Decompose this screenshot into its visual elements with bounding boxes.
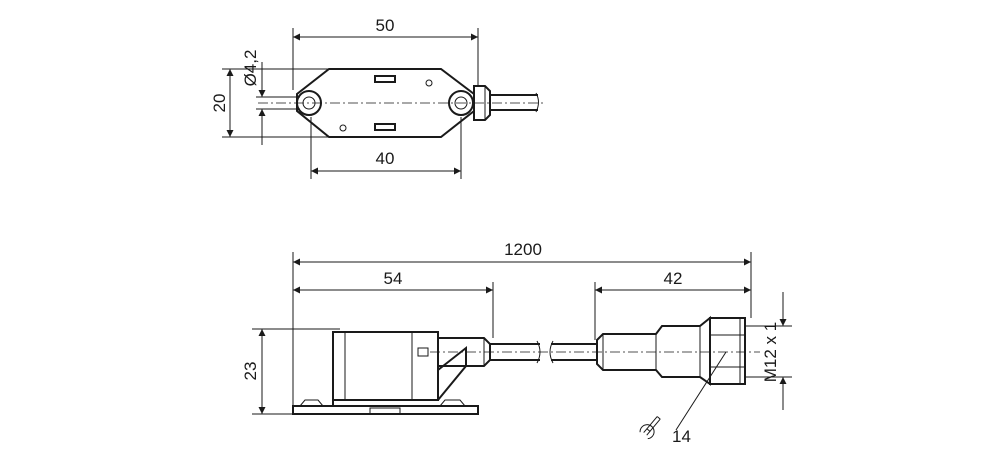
dim-40-label: 40 (376, 149, 395, 168)
led-dot-right (425, 79, 433, 87)
base-plate (292, 405, 479, 415)
connector-body (596, 315, 711, 386)
side-view: 1200 54 42 23 M12 x 1 14 (241, 240, 792, 446)
dim-50-label: 50 (376, 16, 395, 35)
base-flange-left (299, 399, 324, 407)
led-dot-left (339, 124, 347, 132)
dim-hole-diameter-label: Ø4,2 (241, 50, 260, 87)
cable-break-side-b (549, 340, 554, 364)
dim-23-label: 23 (241, 362, 260, 381)
housing-inner-left (333, 331, 346, 400)
slot-top (374, 75, 396, 83)
base-flange-right (439, 399, 466, 407)
slot-bottom (374, 123, 396, 131)
led-window (417, 347, 429, 357)
dim-wrench-size-label: 14 (672, 427, 691, 446)
housing-outline-side (332, 331, 439, 401)
mounting-hole-right-inner (454, 96, 468, 110)
wrench-leader-line (675, 351, 727, 431)
base-slot (369, 407, 401, 415)
dim-20-label: 20 (210, 94, 229, 113)
dim-54-label: 54 (384, 269, 403, 288)
cable-gland-side (437, 337, 491, 367)
cable-break-top (535, 92, 539, 113)
coupling-nut (709, 317, 746, 385)
top-view: 50 40 20 Ø4,2 (210, 16, 545, 179)
dim-42-label: 42 (664, 269, 683, 288)
dim-1200-label: 1200 (504, 240, 542, 259)
wrench-icon (639, 416, 661, 440)
dim-thread-label: M12 x 1 (761, 322, 780, 382)
housing-slant (437, 345, 467, 401)
